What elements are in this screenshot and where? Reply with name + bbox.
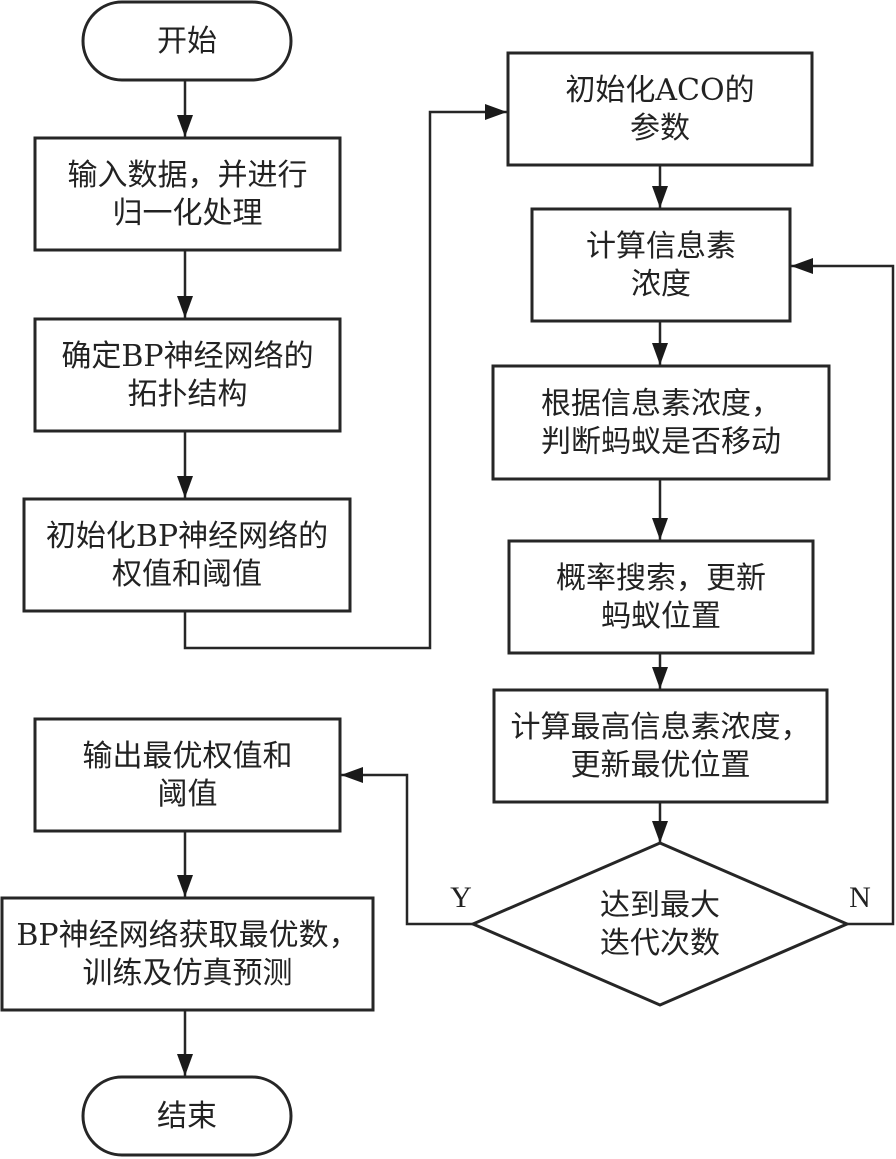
process-box: [530, 207, 792, 323]
node-label-line: 达到最大: [600, 888, 720, 923]
node-label-line: 拓扑结构: [128, 377, 248, 412]
node-label-line: 概率搜索，更新: [556, 561, 766, 596]
arrowhead: [177, 1054, 193, 1076]
arrowhead: [652, 343, 668, 365]
node-end: 结束: [81, 1075, 293, 1157]
node-label-line: 参数: [630, 111, 690, 146]
node-label-line: 训练及仿真预测: [83, 956, 293, 991]
arrowhead: [177, 476, 193, 498]
process-box: [22, 497, 352, 613]
nodes-layer: 开始输入数据，并进行归一化处理确定BP神经网络的拓扑结构初始化BP神经网络的权值…: [0, 0, 851, 1157]
node-label-line: 开始: [157, 24, 217, 59]
process-box: [506, 51, 814, 167]
arrowhead: [177, 115, 193, 137]
node-max-pheromone: 计算最高信息素浓度，更新最优位置: [492, 688, 829, 804]
node-ant-move: 根据信息素浓度，判断蚂蚁是否移动: [491, 364, 831, 481]
process-box: [33, 717, 342, 833]
branch-labels-layer: Y N: [450, 881, 871, 914]
node-label-line: 蚂蚁位置: [601, 599, 721, 634]
node-label-line: 阈值: [158, 777, 218, 812]
edge-line: [183, 110, 507, 650]
arrowhead: [652, 518, 668, 540]
node-label-line: 计算信息素: [586, 229, 736, 264]
arrowhead: [652, 821, 668, 843]
arrowhead: [485, 104, 507, 120]
arrowhead: [652, 186, 668, 208]
arrowhead: [652, 667, 668, 689]
terminal-shape: [81, 0, 293, 82]
edge-decision-no-to-pheromone: [791, 264, 895, 926]
node-start: 开始: [81, 0, 293, 82]
edges-layer: [177, 80, 895, 1076]
edge-bpinit-to-acoinit: [183, 110, 507, 650]
decision-diamond: [469, 841, 851, 1007]
arrowhead: [177, 875, 193, 897]
arrowhead: [791, 258, 813, 274]
node-label-line: 判断蚂蚁是否移动: [541, 425, 781, 460]
node-label-line: 初始化ACO的: [565, 73, 754, 108]
node-label-line: 归一化处理: [113, 196, 263, 231]
process-box: [492, 688, 829, 804]
process-box: [0, 896, 375, 1012]
process-box: [33, 317, 342, 433]
process-box: [33, 136, 342, 252]
node-label-line: 根据信息素浓度，: [541, 387, 781, 422]
process-box: [491, 364, 831, 481]
node-label-line: 权值和阈值: [112, 557, 262, 592]
node-label-line: 确定BP神经网络的: [61, 339, 313, 374]
node-label-line: 更新最优位置: [571, 748, 751, 783]
node-bp-train: BP神经网络获取最优数，训练及仿真预测: [0, 896, 375, 1012]
edge-line: [791, 264, 895, 926]
edge-decision-yes-to-output: [341, 773, 473, 926]
node-label-line: 初始化BP神经网络的: [46, 519, 328, 554]
node-label-line: BP神经网络获取最优数，: [16, 918, 358, 953]
node-label-line: 输入数据，并进行: [68, 158, 308, 193]
yes-branch-label: Y: [450, 881, 472, 914]
node-label-line: 结束: [157, 1099, 217, 1134]
terminal-shape: [81, 1075, 293, 1157]
node-label-line: 输出最优权值和: [83, 739, 293, 774]
arrowhead: [177, 296, 193, 318]
node-label-line: 浓度: [631, 267, 691, 302]
arrowhead: [341, 767, 363, 783]
node-label-line: 计算最高信息素浓度，: [511, 710, 811, 745]
node-label-line: 迭代次数: [600, 926, 720, 961]
process-box: [507, 539, 815, 655]
edge-line: [341, 773, 473, 926]
no-branch-label: N: [849, 881, 871, 914]
